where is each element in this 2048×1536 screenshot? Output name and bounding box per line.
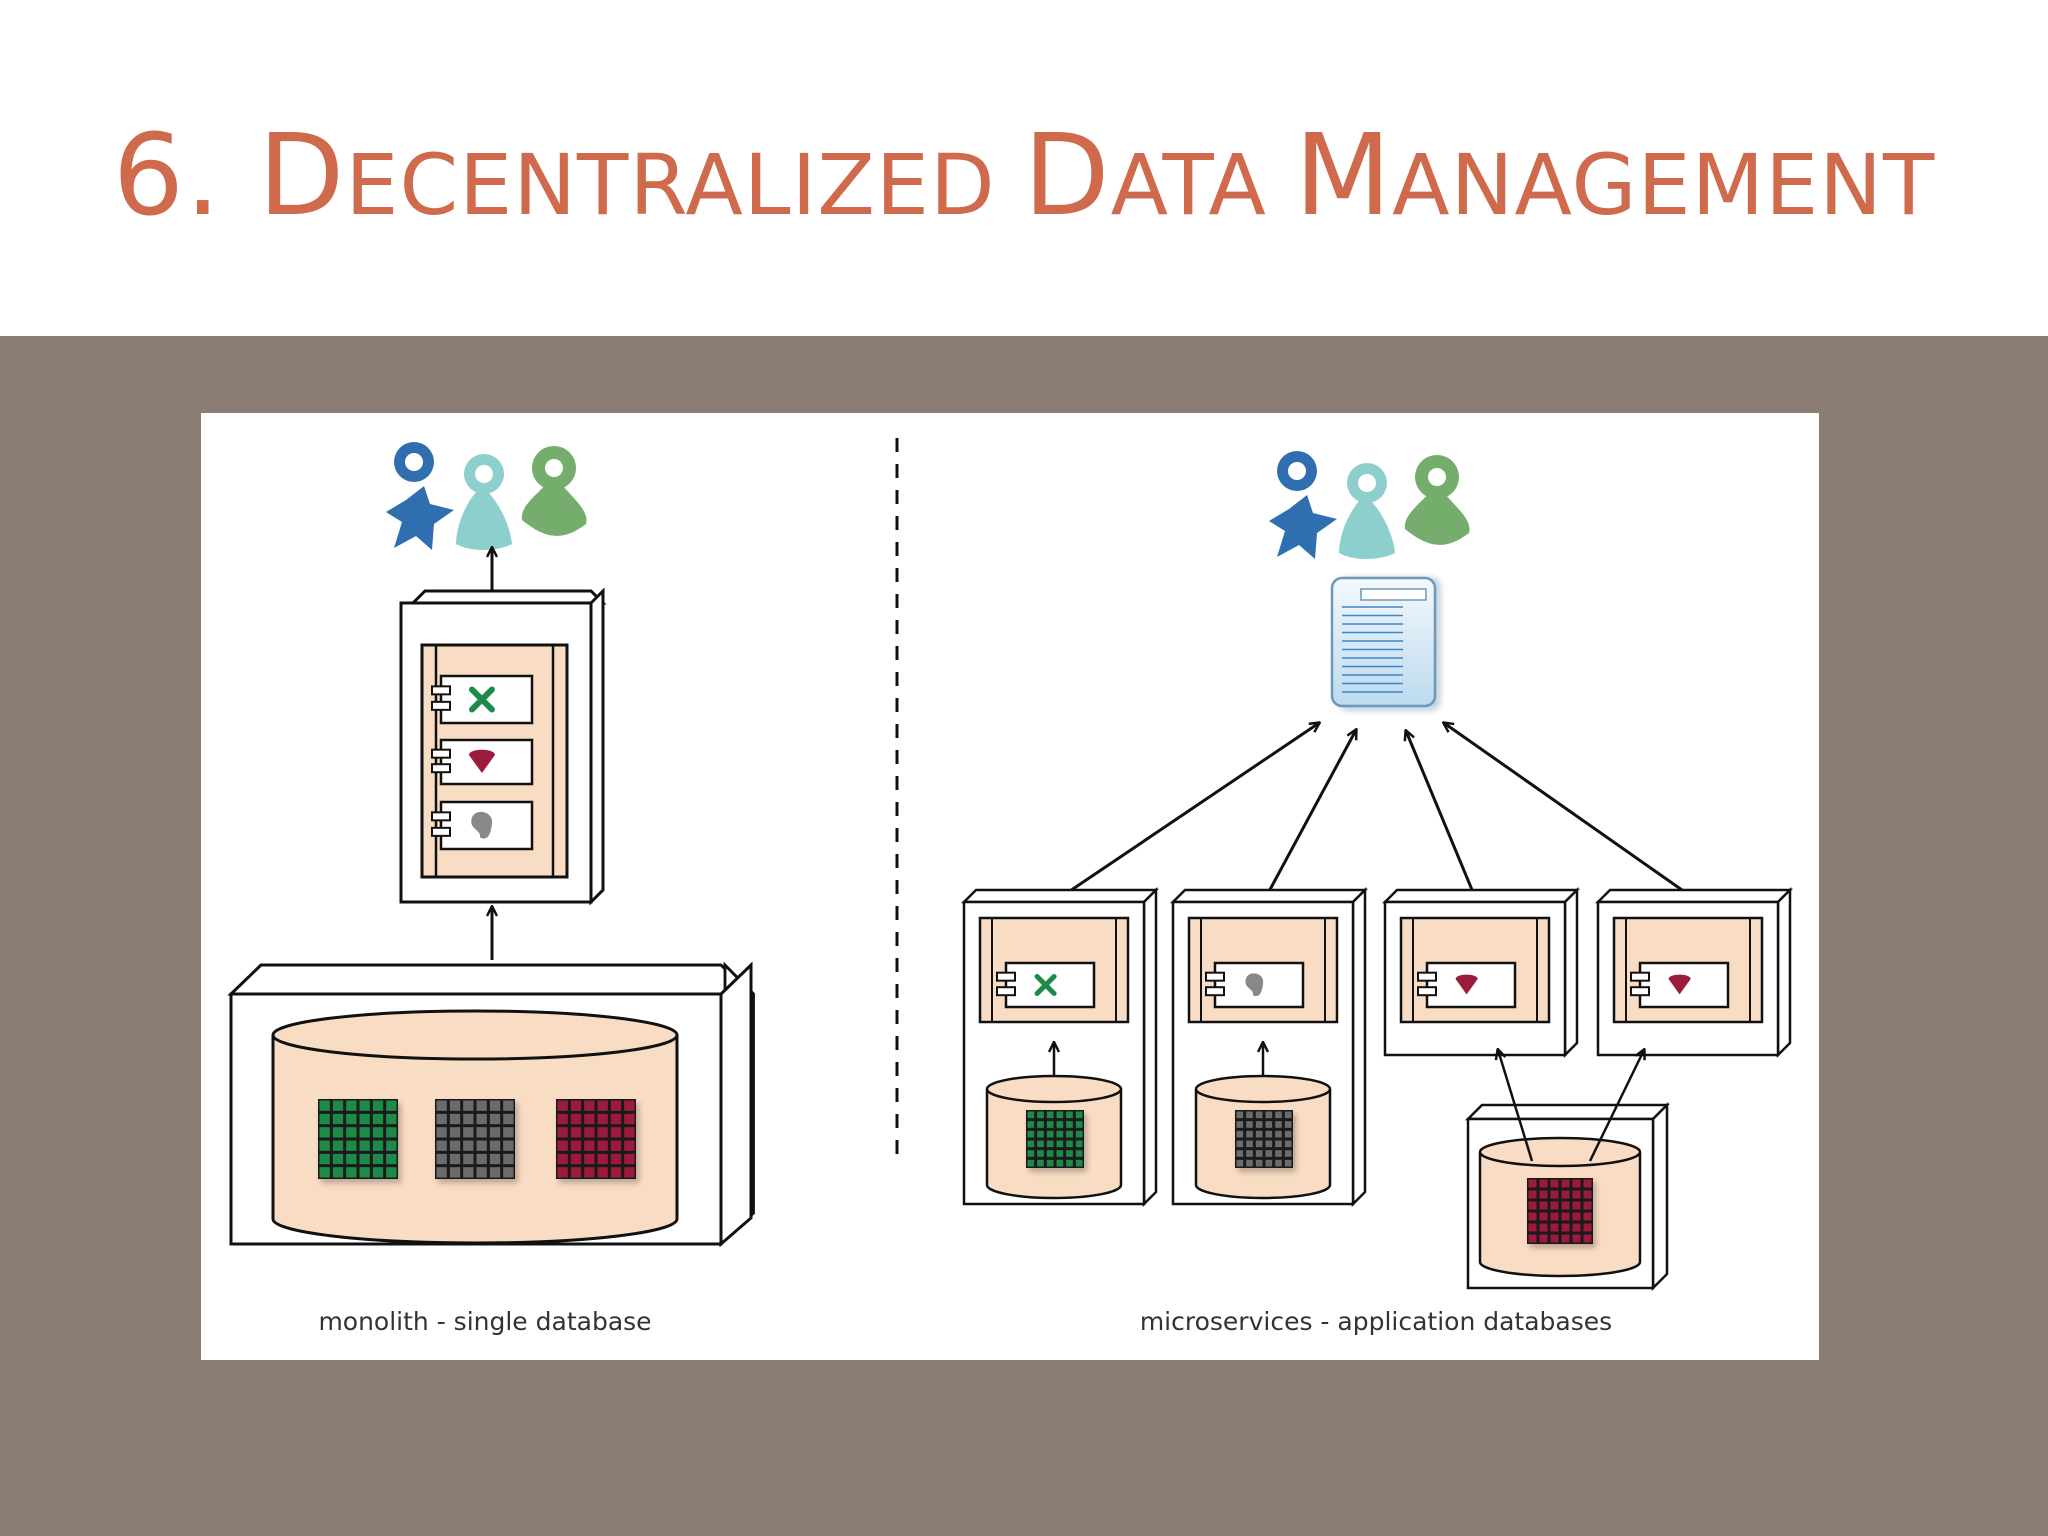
server-side-face <box>589 587 605 906</box>
user-blue-icon <box>1269 451 1337 559</box>
component-module <box>1205 961 1305 1009</box>
title-part: M <box>1294 111 1393 241</box>
db-box-top <box>227 963 755 996</box>
red-heart-icon <box>1455 974 1478 995</box>
arrow <box>1588 1050 1644 1162</box>
slide-title: 6. DECENTRALIZED DATA MANAGEMENT <box>0 120 2048 232</box>
title-part: ATA <box>1110 136 1295 234</box>
title-area: 6. DECENTRALIZED DATA MANAGEMENT <box>0 0 2048 336</box>
green-x-icon <box>468 686 495 713</box>
microservice-box <box>1381 886 1581 1059</box>
cylinder-top <box>271 1009 679 1061</box>
component-module <box>996 961 1096 1009</box>
title-part: D <box>1023 111 1111 241</box>
diagram-panel: monolith - single database microservices… <box>201 413 1819 1360</box>
monolith-app-server <box>399 587 607 906</box>
arrow-service1-to-ui <box>1060 723 1319 899</box>
component-module <box>431 674 534 725</box>
monolith-database-server <box>227 961 755 1248</box>
component-module <box>1417 961 1517 1009</box>
arrow-service2-to-ui <box>1264 730 1356 898</box>
arrow-service4-to-ui <box>1444 723 1693 899</box>
db-box-side-face <box>719 961 753 1248</box>
green-x-icon <box>1034 973 1057 997</box>
title-part: ANAGEMENT <box>1392 136 1936 234</box>
user-green-icon <box>521 446 587 536</box>
ui-server-document-icon <box>1330 576 1441 711</box>
user-teal-icon <box>456 454 512 550</box>
gray-blob-icon <box>471 811 493 839</box>
user-blue-icon <box>386 442 454 550</box>
red-heart-icon <box>468 749 495 773</box>
data-table-icon <box>1026 1110 1087 1172</box>
right-caption: microservices - application databases <box>1140 1307 1612 1336</box>
component-module <box>1630 961 1730 1009</box>
microservice-box <box>960 886 1160 1208</box>
component-module <box>431 738 534 786</box>
left-caption: monolith - single database <box>318 1307 651 1336</box>
data-table-icon <box>1527 1178 1596 1248</box>
architecture-diagram: monolith - single database microservices… <box>227 438 1794 1336</box>
title-part: D <box>258 111 346 241</box>
server-top-face <box>409 589 607 605</box>
data-table-icon <box>435 1099 518 1183</box>
title-part: ECENTRALIZED <box>345 136 1024 234</box>
user-group-icon <box>1269 451 1470 559</box>
gray-blob-icon <box>1245 973 1264 997</box>
microservice-box <box>1169 886 1369 1208</box>
data-table-icon <box>1235 1110 1296 1172</box>
title-part: 6. <box>112 111 259 241</box>
microservice-box <box>1594 886 1794 1059</box>
user-green-icon <box>1404 455 1470 545</box>
data-table-icon <box>318 1099 401 1183</box>
arrow-service3-to-ui <box>1406 731 1477 898</box>
data-table-icon <box>556 1099 639 1183</box>
arrow <box>1498 1050 1534 1162</box>
component-module <box>431 800 534 851</box>
user-group-icon <box>386 442 587 550</box>
shared-database-box <box>1464 1101 1671 1292</box>
red-heart-icon <box>1668 974 1691 995</box>
user-teal-icon <box>1339 463 1395 559</box>
